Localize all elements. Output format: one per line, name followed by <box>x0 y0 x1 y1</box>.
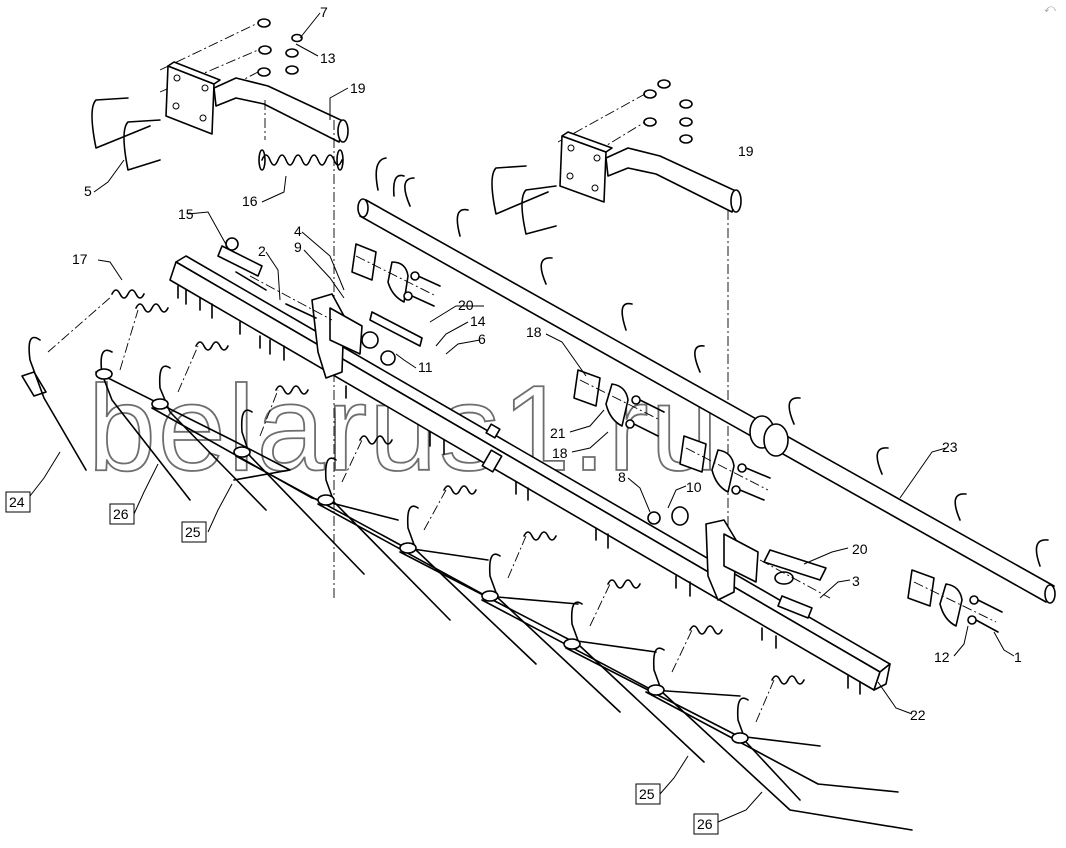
bracket-assembly-right <box>491 79 742 600</box>
boxed-callout-26: 26 <box>109 503 135 525</box>
callout-20: 20 <box>852 541 868 557</box>
callout-8: 8 <box>618 469 626 485</box>
callout-21: 21 <box>550 425 566 441</box>
hinge-assemblies <box>217 237 827 619</box>
svg-text:24: 24 <box>9 494 25 510</box>
svg-text:26: 26 <box>113 506 129 522</box>
callout-18: 18 <box>552 445 568 461</box>
callout-14: 14 <box>470 313 486 329</box>
callout-7: 7 <box>320 4 328 20</box>
tube-hooks <box>375 157 1049 567</box>
leader-lines <box>29 12 1015 823</box>
callout-10: 10 <box>686 479 702 495</box>
callout-15: 15 <box>178 206 194 222</box>
svg-text:26: 26 <box>697 816 713 832</box>
clamp-assemblies <box>351 243 1003 633</box>
harrow-tines <box>21 336 913 831</box>
boxed-callout-25: 25 <box>635 783 661 805</box>
callout-20: 20 <box>458 297 474 313</box>
callout-6: 6 <box>478 331 486 347</box>
callout-11: 11 <box>418 359 433 375</box>
callout-12: 12 <box>934 649 950 665</box>
callout-3: 3 <box>852 573 860 589</box>
svg-text:25: 25 <box>639 786 655 802</box>
callout-19: 19 <box>350 80 366 96</box>
arrow-mark-icon: ⤺ <box>1044 3 1056 15</box>
svg-text:25: 25 <box>185 524 201 540</box>
callout-9: 9 <box>294 239 302 255</box>
callout-2: 2 <box>258 243 266 259</box>
boxed-callout-24: 24 <box>5 491 31 513</box>
tube-23 <box>357 157 1056 604</box>
bracket-assembly-left <box>91 18 349 600</box>
boxed-callout-26: 26 <box>693 813 719 835</box>
callout-4: 4 <box>294 223 302 239</box>
callout-1: 1 <box>1014 649 1022 665</box>
springs-17 <box>111 289 805 685</box>
callout-17: 17 <box>72 251 88 267</box>
frame-lugs <box>177 285 861 695</box>
boxed-callout-25: 25 <box>181 521 207 543</box>
boxed-callouts: 24 26 25 25 26 <box>5 491 719 835</box>
callout-labels: 7 13 19 5 16 19 15 4 9 2 17 20 14 6 11 1… <box>72 4 1022 723</box>
callout-5: 5 <box>84 183 92 199</box>
callout-18: 18 <box>526 324 542 340</box>
nut-stack-left <box>257 18 303 77</box>
callout-19: 19 <box>738 143 754 159</box>
alignment-lines <box>47 255 997 723</box>
callout-13: 13 <box>320 50 336 66</box>
spring-16 <box>258 149 344 171</box>
callout-16: 16 <box>242 193 258 209</box>
callout-22: 22 <box>910 707 926 723</box>
callout-23: 23 <box>942 439 958 455</box>
